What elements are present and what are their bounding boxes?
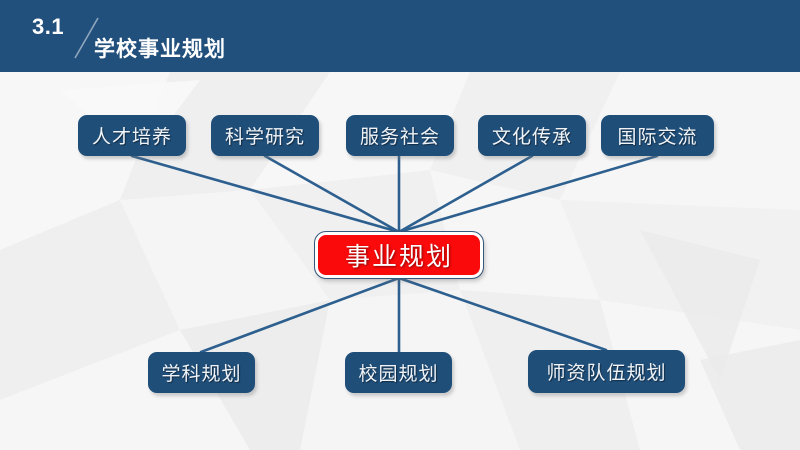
node-talent-cultivation[interactable]: 人才培养 bbox=[78, 115, 186, 156]
page-title: 学校事业规划 bbox=[94, 38, 226, 61]
node-label: 科学研究 bbox=[224, 127, 305, 148]
node-scientific-research[interactable]: 科学研究 bbox=[211, 115, 319, 156]
header-section-number: 3.1 bbox=[32, 14, 65, 39]
node-international-exchange[interactable]: 国际交流 bbox=[601, 115, 714, 156]
node-campus-planning[interactable]: 校园规划 bbox=[345, 352, 452, 393]
node-social-service[interactable]: 服务社会 bbox=[346, 115, 454, 156]
node-label: 文化传承 bbox=[491, 127, 572, 148]
node-label: 学科规划 bbox=[161, 364, 242, 385]
node-label: 服务社会 bbox=[359, 127, 440, 148]
node-career-planning-center[interactable]: 事业规划 bbox=[314, 231, 484, 279]
node-cultural-heritage[interactable]: 文化传承 bbox=[478, 115, 586, 156]
node-discipline-planning[interactable]: 学科规划 bbox=[148, 352, 255, 393]
node-label: 人才培养 bbox=[91, 127, 172, 148]
header-slash-divider-icon bbox=[74, 17, 99, 59]
node-label: 师资队伍规划 bbox=[546, 363, 667, 384]
node-faculty-team-planning[interactable]: 师资队伍规划 bbox=[528, 350, 685, 393]
header-bar bbox=[0, 0, 800, 72]
node-label: 事业规划 bbox=[344, 243, 453, 271]
node-label: 国际交流 bbox=[617, 127, 698, 148]
node-label: 校园规划 bbox=[358, 364, 439, 385]
